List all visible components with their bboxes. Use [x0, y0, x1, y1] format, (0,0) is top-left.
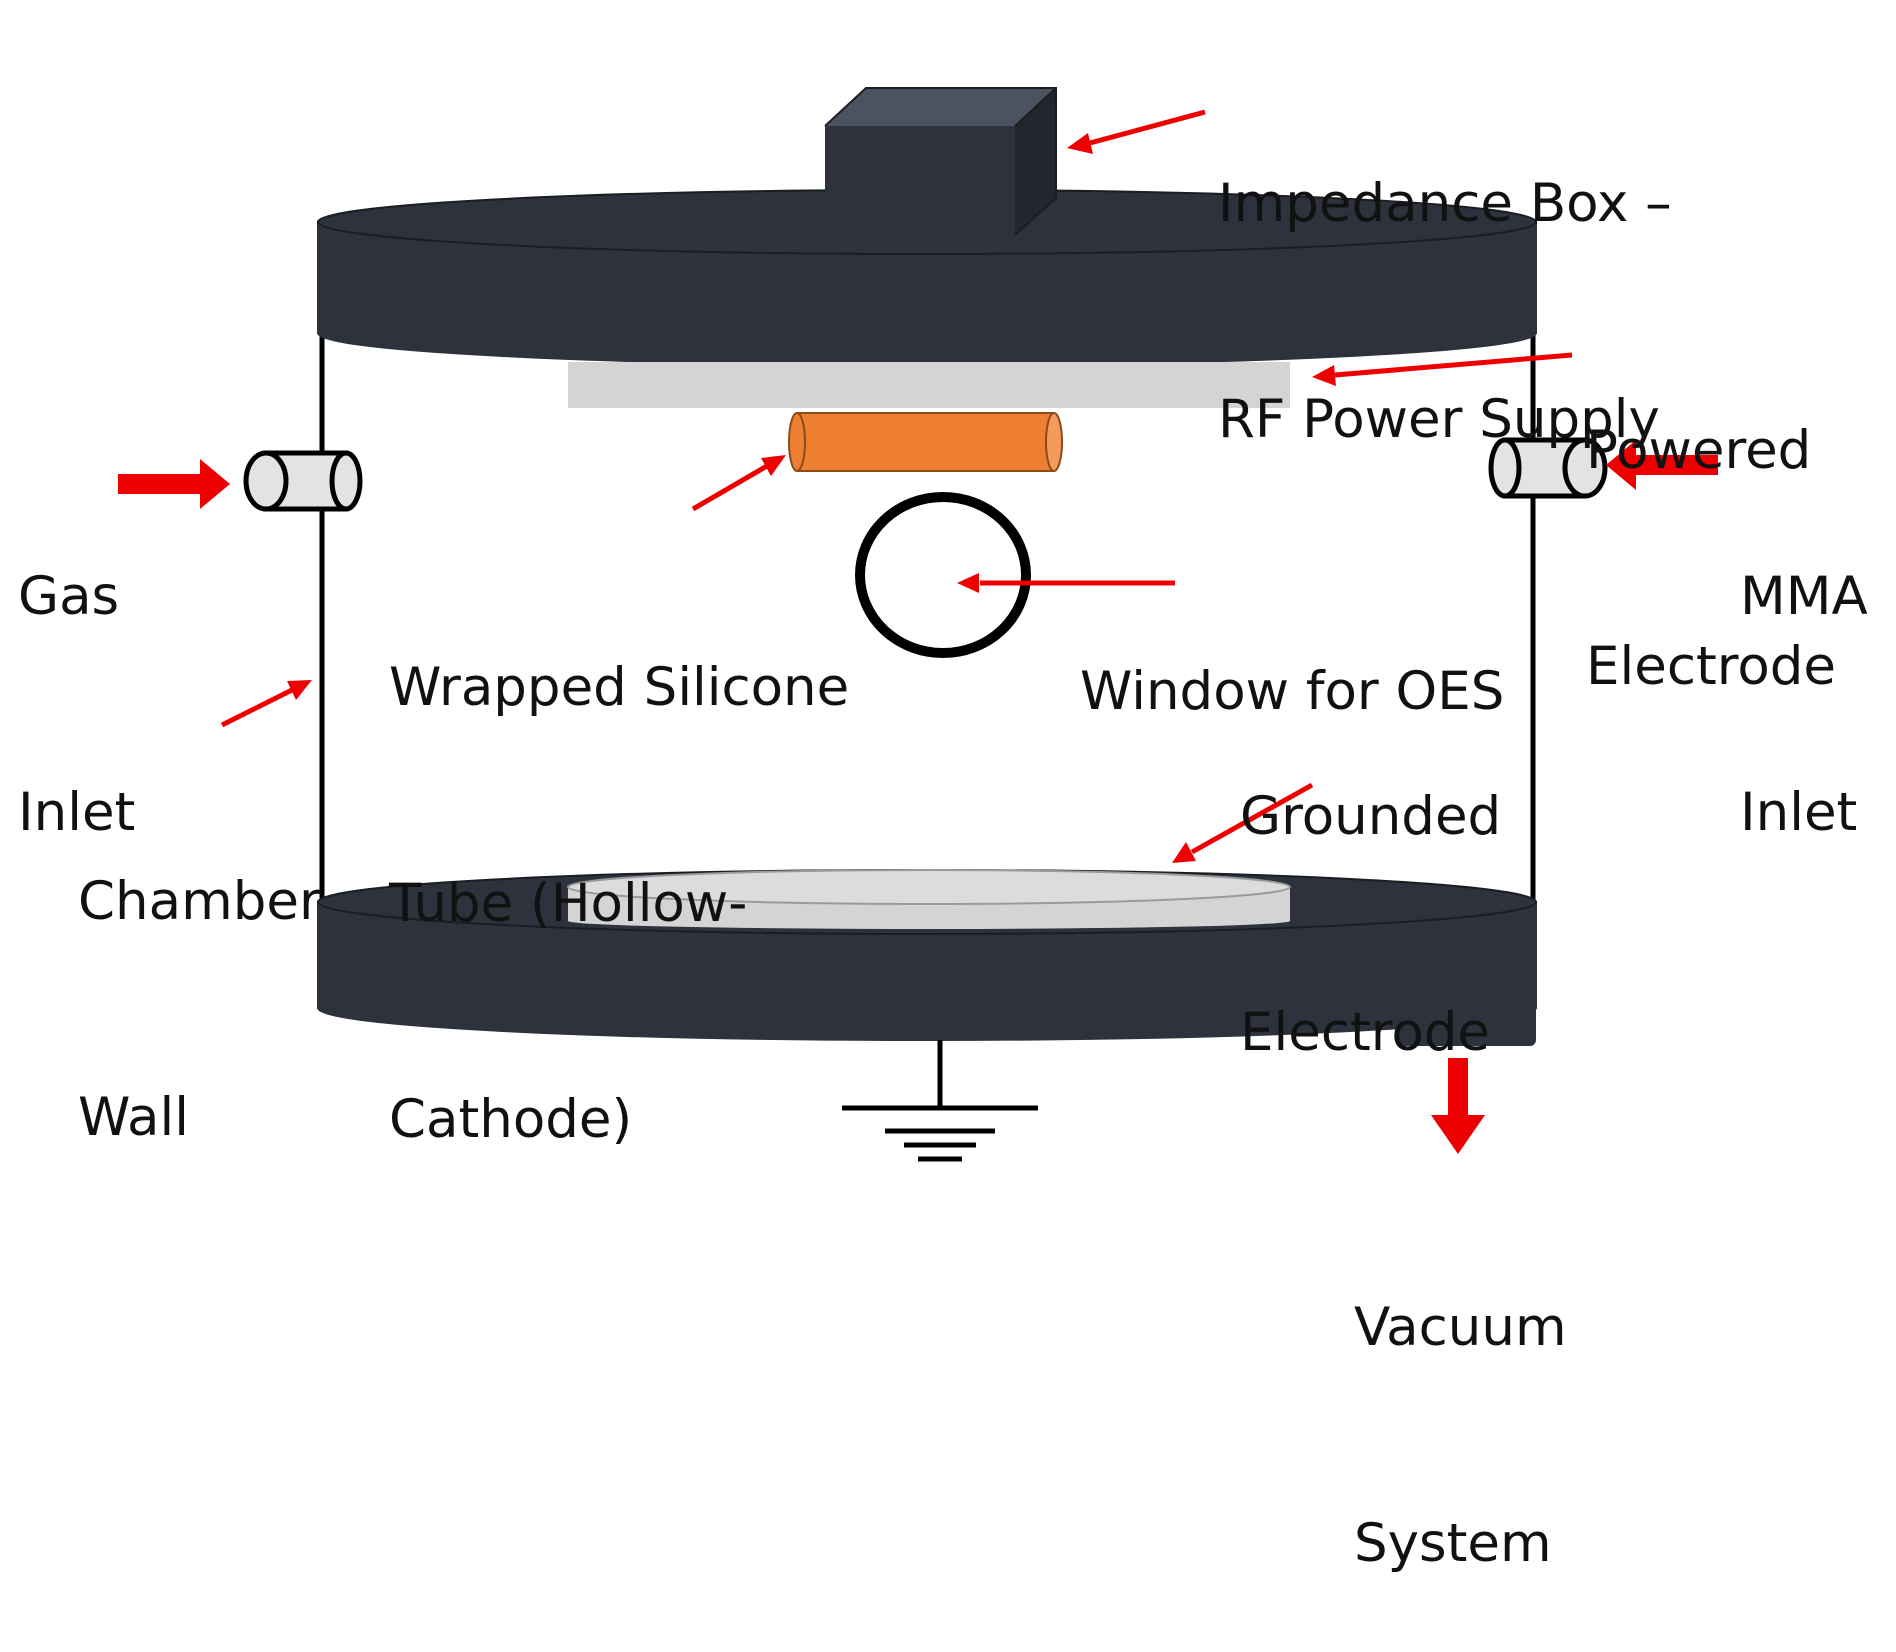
silicone-tube-pointer-head: [761, 455, 786, 476]
plasma-reactor-diagram: [118, 87, 1718, 1162]
grounded-electrode-label: Grounded Electrode: [1240, 786, 1502, 1063]
pointer-arrows: [220, 109, 1573, 863]
silicone-tube-label: Wrapped Silicone Tube (Hollow- Cathode): [389, 657, 850, 1150]
grounded-electrode: [567, 869, 1291, 929]
powered-electrode-pointer: [1334, 352, 1573, 378]
vacuum-arrow: [1431, 1058, 1485, 1154]
chamber-wall-pointer-head: [287, 680, 312, 700]
chamber-wall-label: Chamber Wall: [78, 871, 321, 1148]
mma-inlet-port: [1488, 437, 1608, 499]
impedance-box-pointer: [1089, 109, 1206, 146]
oes-window: [855, 492, 1031, 658]
powered-electrode-label: Powered Electrode: [1586, 420, 1837, 697]
impedance-box-pointer-head: [1067, 133, 1093, 154]
impedance-box: [824, 87, 1057, 236]
oes-window-pointer-head: [957, 573, 979, 593]
grounded-electrode-pointer-head: [1172, 842, 1196, 863]
gas-inlet-label: Gas Inlet: [18, 566, 136, 843]
vacuum-system-label: Vacuum System: [1354, 1297, 1567, 1574]
gas-inlet-arrow: [118, 459, 230, 509]
impedance-box-label: Impedance Box – RF Power Supply: [1218, 173, 1672, 450]
mma-inlet-label: MMA Inlet: [1740, 566, 1868, 843]
powered-electrode-pointer-head: [1312, 365, 1336, 386]
ground-symbol-icon: [842, 1040, 1038, 1162]
grounded-electrode-pointer: [1190, 782, 1314, 855]
mma-inlet-arrow: [1606, 440, 1718, 490]
silicone-tube-pointer: [691, 463, 769, 512]
gas-inlet-port: [243, 450, 363, 512]
oes-window-label: Window for OES: [1080, 661, 1505, 722]
vacuum-outlet: [1398, 1000, 1536, 1046]
powered-electrode: [568, 362, 1290, 408]
chamber-wall-pointer: [220, 687, 294, 728]
silicone-tube: [788, 412, 1063, 472]
